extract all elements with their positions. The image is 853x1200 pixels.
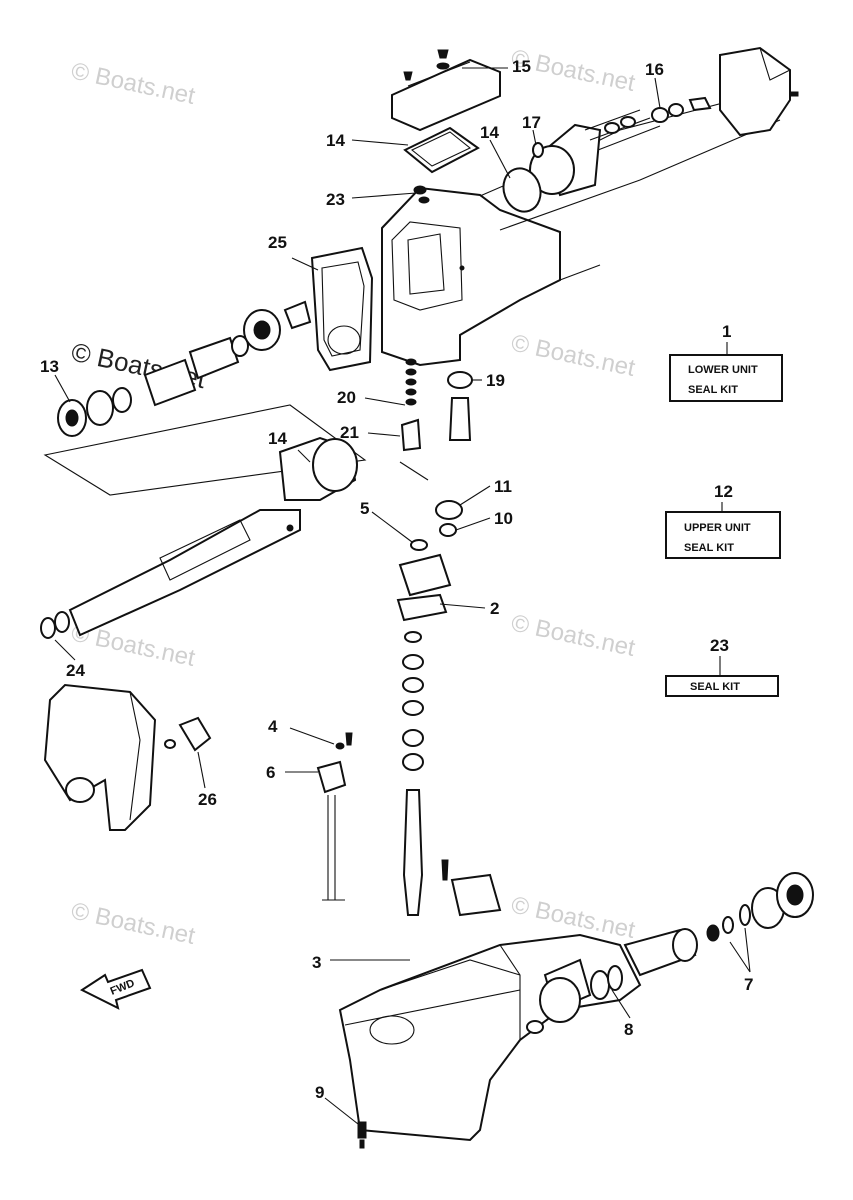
grommet-22	[413, 185, 430, 204]
water-pump-housing-left	[43, 683, 157, 831]
watermark: © Boats.net	[69, 57, 198, 110]
kit-number-12: 12	[714, 482, 733, 501]
kit-box	[669, 354, 783, 402]
callout-7: 7	[744, 975, 753, 994]
shift-rod-6	[316, 732, 353, 901]
callout-8: 8	[624, 1020, 633, 1039]
callout-26: 26	[198, 790, 217, 809]
propeller-shaft-assembly-right	[539, 872, 814, 1023]
oring-18	[532, 142, 544, 158]
bracket-right-of-shaft	[441, 859, 502, 917]
watermark: © Boats.net	[509, 609, 638, 662]
bearing-housing-14	[278, 436, 358, 501]
callout-18: 17	[522, 113, 541, 132]
kit-line2: SEAL KIT	[684, 542, 734, 554]
leader-lines	[54, 67, 751, 1125]
kit-line1: UPPER UNIT	[684, 522, 751, 534]
upper-unit-seal-kit: 12 UPPER UNIT SEAL KIT	[665, 482, 781, 559]
kit-line1: LOWER UNIT	[688, 364, 758, 376]
callout-14-lower: 14	[268, 429, 287, 448]
propeller-shaft-left	[40, 509, 301, 639]
callout-20: 20	[337, 388, 356, 407]
lower-unit-seal-kit: 1 LOWER UNIT SEAL KIT	[669, 322, 783, 402]
fwd-arrow-icon: FWD	[79, 968, 152, 1010]
bearing-assembly-left	[43, 300, 367, 496]
callout-14: 14	[480, 123, 499, 142]
oring-14-top	[502, 167, 542, 213]
kit-box	[665, 511, 781, 559]
gasket-26	[164, 716, 212, 752]
upper-casing-cover	[391, 58, 501, 132]
callout-2: 2	[490, 599, 499, 618]
kit-box	[665, 675, 779, 697]
callout-4: 4	[268, 717, 278, 736]
callout-9: 9	[315, 1083, 324, 1102]
callout-21: 21	[340, 423, 359, 442]
callout-5: 5	[360, 499, 369, 518]
callout-15: 14	[326, 131, 345, 150]
drive-shaft-stack	[396, 358, 473, 916]
kit-number-1: 1	[722, 322, 731, 341]
shift-assembly-right	[529, 46, 799, 197]
callout-10: 10	[494, 509, 513, 528]
callout-numbers: 15 16 14 14 17 23 25 13 19 20 21 14 11 1…	[40, 57, 753, 1102]
callout-19: 19	[486, 371, 505, 390]
kit-line1: SEAL KIT	[690, 681, 740, 693]
callout-3: 3	[312, 953, 321, 972]
callout-22: 23	[326, 190, 345, 209]
callout-25: 24	[66, 661, 85, 680]
kit-line2: SEAL KIT	[688, 384, 738, 396]
watermark: © Boats.net	[69, 897, 198, 950]
lower-gear-case	[338, 933, 642, 1142]
callout-16: 15	[512, 57, 531, 76]
bolt-16	[403, 49, 450, 81]
callout-17: 16	[645, 60, 664, 79]
callout-11: 11	[494, 477, 512, 496]
drain-screw-9	[357, 1121, 367, 1149]
gasket-15	[403, 126, 480, 174]
kit-number-23: 23	[710, 636, 729, 655]
watermark: © Boats.net	[509, 329, 638, 382]
callout-24: 25	[268, 233, 287, 252]
callout-6: 6	[266, 763, 275, 782]
seal-kit-23: 23 SEAL KIT	[665, 636, 779, 697]
gasket-24	[310, 246, 374, 372]
callout-13: 13	[40, 357, 59, 376]
upper-casing	[381, 87, 781, 367]
